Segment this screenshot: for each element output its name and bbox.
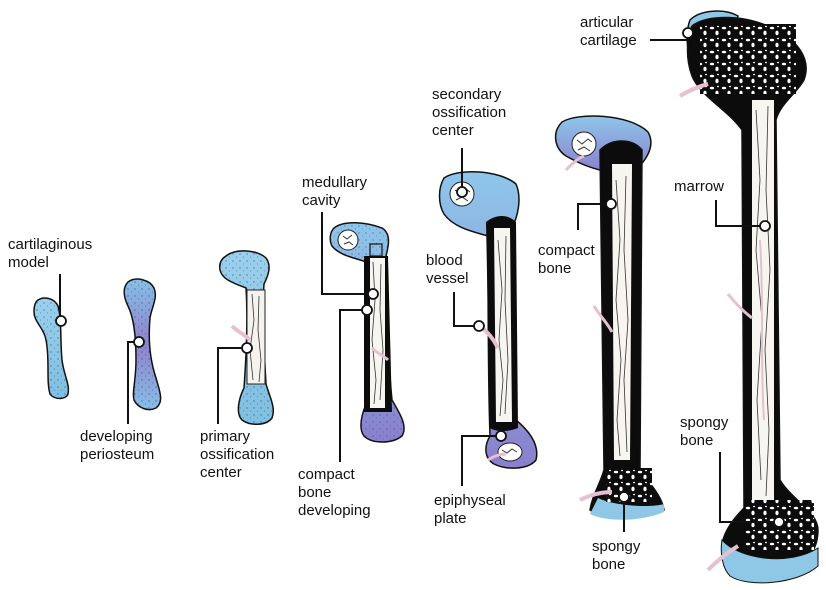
label-marrow: marrow bbox=[674, 178, 724, 196]
leader-markers bbox=[56, 28, 784, 527]
label-developing-periosteum: developing periosteum bbox=[80, 428, 154, 464]
label-secondary-ossification-center: secondary ossification center bbox=[432, 86, 506, 140]
stage7-marrow-cavity bbox=[752, 100, 774, 500]
bone-stage-4 bbox=[330, 223, 404, 442]
bone-stage-7 bbox=[680, 11, 818, 583]
leader-lines bbox=[60, 34, 778, 532]
label-spongy-bone-lower: spongy bone bbox=[592, 538, 640, 574]
bone-stage-3 bbox=[220, 251, 274, 424]
label-compact-bone: compact bone bbox=[538, 242, 595, 278]
label-spongy-bone-right: spongy bone bbox=[680, 414, 728, 450]
label-blood-vessel: blood vessel bbox=[426, 252, 469, 288]
bone-stage-1 bbox=[34, 298, 68, 399]
stage7-upper-spongy bbox=[700, 24, 796, 94]
label-compact-bone-developing: compact bone developing bbox=[298, 466, 371, 520]
leader-articular-cartilage bbox=[650, 34, 688, 40]
stage5-lower-center bbox=[498, 443, 522, 461]
stage4-secondary-center bbox=[338, 230, 358, 250]
leader-compact-bone-developing bbox=[340, 310, 366, 462]
stage6-upper-spongy bbox=[572, 132, 596, 156]
label-epiphyseal-plate: epiphyseal plate bbox=[434, 492, 506, 528]
stage5-marrow bbox=[494, 228, 512, 422]
label-cartilaginous-model: cartilaginous model bbox=[8, 236, 92, 272]
label-primary-ossification-center: primary ossification center bbox=[200, 428, 274, 482]
bone-stage-6 bbox=[556, 116, 664, 520]
label-articular-cartilage: articular cartilage bbox=[580, 14, 637, 50]
stage6-marrow bbox=[612, 164, 632, 460]
label-medullary-cavity: medullary cavity bbox=[302, 174, 367, 210]
leader-blood-vessel bbox=[454, 292, 478, 326]
